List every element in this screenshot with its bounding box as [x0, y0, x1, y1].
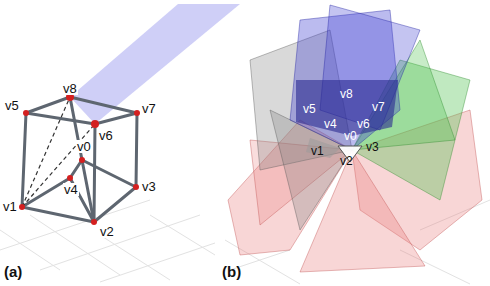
panel-label: (b)	[222, 264, 241, 279]
vertex-label: v1	[311, 145, 324, 157]
vertex-label: v3	[366, 141, 379, 153]
vertex-label: v7	[141, 102, 157, 115]
vertex-label: v3	[141, 180, 157, 193]
vertex-label: v8	[340, 88, 353, 100]
vertex-label: v2	[340, 155, 353, 167]
vertex-label: v5	[303, 103, 316, 115]
vertex-label: v0	[76, 140, 92, 153]
vertex-label: v7	[372, 101, 385, 113]
vertex-label: v5	[4, 99, 20, 112]
cube-wireframe	[22, 97, 137, 222]
dashed-diagonal	[22, 97, 95, 207]
cut-plane	[70, 4, 240, 124]
vertex-label: v4	[324, 118, 337, 130]
vertex-label: v6	[357, 118, 370, 130]
vertex-label: v1	[2, 200, 18, 213]
vertex-dot	[19, 93, 140, 225]
vertex-label: v2	[99, 225, 115, 238]
vertex-label: v8	[62, 82, 78, 95]
panel-label: (a)	[4, 264, 22, 279]
vertex-label: v4	[63, 183, 79, 196]
vertex-label: v0	[344, 130, 357, 142]
vertex-label: v6	[98, 129, 114, 142]
translucent-cells	[228, 5, 482, 272]
